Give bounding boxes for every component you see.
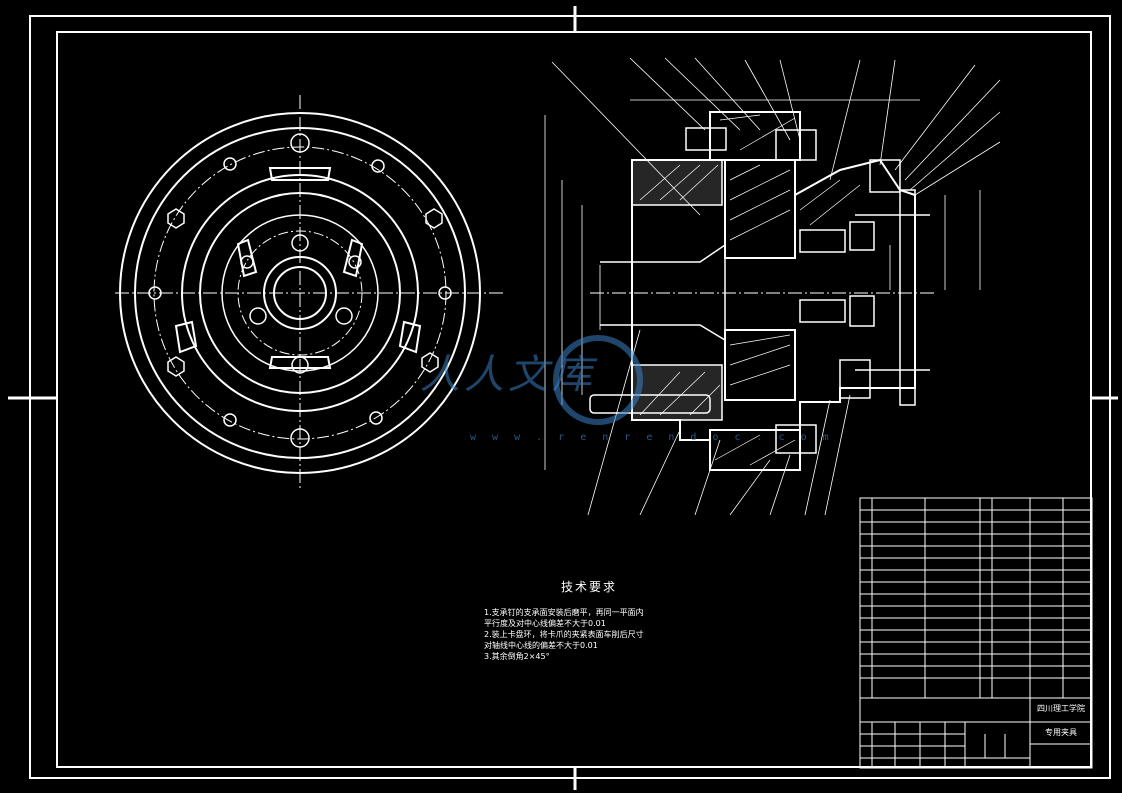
drawing-name: 专用夹具 <box>1045 728 1077 737</box>
requirement-line: 2.装上卡盘环，将卡爪的夹紧表面车削后尺寸 <box>484 630 644 639</box>
section-view <box>544 57 1001 516</box>
watermark-ring <box>553 335 643 425</box>
requirement-line: 对轴线中心线的偏差不大于0.01 <box>484 641 598 650</box>
technical-requirements-title: 技术要求 <box>560 580 617 594</box>
watermark-logo: 人人文库 <box>420 352 596 398</box>
watermark-url: w w w . r e n r e n d o c . c o m <box>470 432 834 443</box>
title-block <box>859 697 1093 769</box>
requirement-line: 1.支承钉的支承面安装后磨平，再同一平面内 <box>484 608 644 617</box>
requirement-line: 平行度及对中心线偏差不大于0.01 <box>484 619 606 628</box>
requirement-line: 3.其余倒角2×45° <box>484 652 550 661</box>
school-name: 四川理工学院 <box>1037 704 1085 713</box>
end-view <box>115 95 505 490</box>
technical-requirements: 技术要求 1.支承钉的支承面安装后磨平，再同一平面内 平行度及对中心线偏差不大于… <box>484 578 734 662</box>
parts-list <box>859 497 1093 699</box>
